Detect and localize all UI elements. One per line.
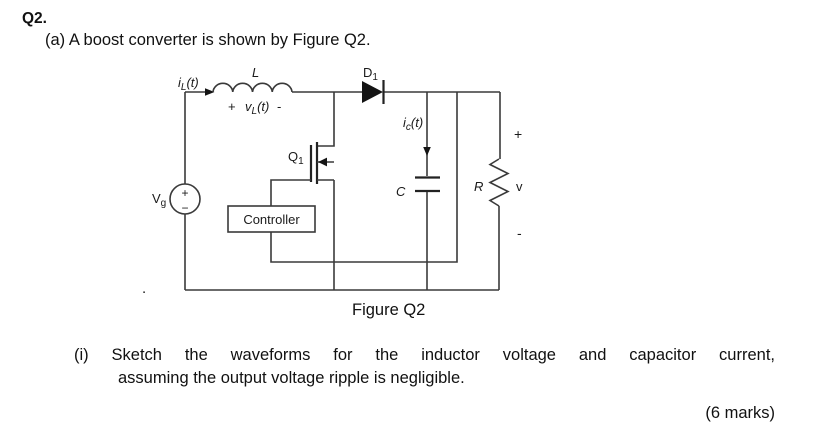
mosfet-label: Q1	[288, 149, 304, 167]
question-line-1: (i) Sketch the waveforms for the inducto…	[74, 346, 775, 364]
resistor-label: R	[474, 179, 483, 194]
inductor-label: L	[252, 65, 259, 80]
capacitor-current-label: ic(t)	[403, 115, 423, 133]
inductor-current-arrow-icon	[205, 88, 215, 96]
source-plus-sign: +	[181, 186, 188, 200]
feedback-wire	[270, 92, 458, 263]
question-line-2: assuming the output voltage ripple is ne…	[118, 369, 465, 387]
source-minus-sign: −	[181, 201, 188, 215]
controller-box	[227, 205, 316, 233]
stray-dot: .	[142, 280, 146, 297]
question-number: Q2.	[22, 10, 47, 27]
output-minus-sign: -	[517, 225, 522, 241]
output-plus-sign: +	[514, 126, 522, 142]
source-label: Vg	[152, 191, 166, 209]
inductor-voltage-label: +vL(t)-	[228, 99, 281, 117]
diode-symbol	[362, 80, 385, 104]
capacitor-branch	[415, 92, 440, 290]
inductor-current-label: iL(t)	[178, 75, 199, 93]
mosfet-symbol	[270, 92, 335, 290]
output-voltage-label: v	[516, 179, 523, 194]
capacitor-current-arrow-icon	[423, 147, 431, 156]
resistor-branch	[488, 92, 510, 290]
part-a-text: (a) A boost converter is shown by Figure…	[45, 31, 371, 49]
capacitor-label: C	[396, 184, 406, 199]
figure-caption: Figure Q2	[352, 301, 426, 319]
marks-label: (6 marks)	[705, 404, 775, 422]
diode-label: D1	[363, 65, 378, 83]
voltage-source-branch	[169, 92, 201, 290]
question-part-i: (i) Sketch the waveforms for the inducto…	[74, 344, 775, 390]
controller-label: Controller	[243, 212, 300, 227]
resistor-symbol	[488, 158, 510, 207]
inductor-symbol	[212, 82, 293, 93]
